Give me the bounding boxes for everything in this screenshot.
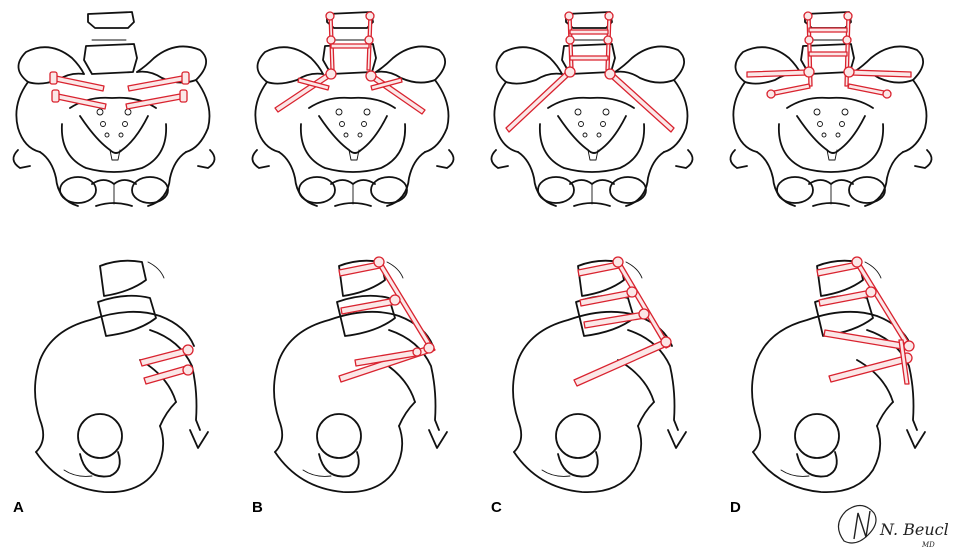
panel-d-drawing xyxy=(717,0,956,520)
panel-b-drawing xyxy=(239,0,478,520)
pelvis-lateral-view xyxy=(35,261,208,492)
panel-label-a: A xyxy=(13,499,24,516)
panel-a-drawing xyxy=(0,0,239,520)
iliosacral-screws-lateral xyxy=(140,345,193,384)
panel-b: B xyxy=(239,0,478,557)
iliosacral-screws-ap xyxy=(50,72,189,109)
panel-a: A xyxy=(0,0,239,557)
artist-signature: N. Beucler MD xyxy=(828,501,948,553)
signature-name: N. Beucler xyxy=(879,520,948,539)
panel-label-d: D xyxy=(730,499,741,516)
lumbopelvic-construct-lateral xyxy=(339,257,435,382)
panel-label-c: C xyxy=(491,499,502,516)
panel-c-drawing xyxy=(478,0,717,520)
panel-d: D xyxy=(717,0,956,557)
signature-suffix: MD xyxy=(921,541,935,549)
panel-c: C xyxy=(478,0,717,557)
lumbopelvic-construct-ap-d xyxy=(747,12,911,98)
pelvis-ap-view xyxy=(13,12,214,206)
lumbopelvic-construct-ap-c xyxy=(506,12,674,132)
panel-label-b: B xyxy=(252,499,263,516)
